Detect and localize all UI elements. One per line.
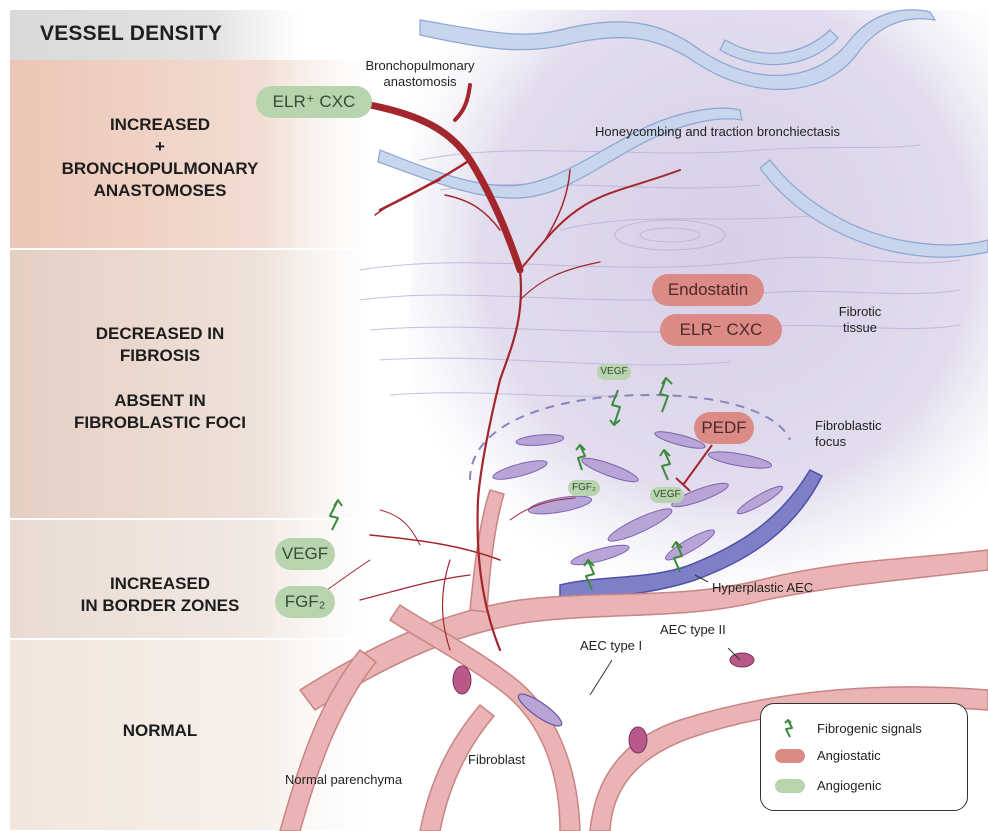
vegf-pill: VEGF: [275, 538, 335, 570]
zone-label-absent: ABSENT IN FIBROBLASTIC FOCI: [10, 390, 310, 434]
elr-positive-cxc-pill: ELR⁺ CXC: [256, 86, 372, 118]
legend-label: Angiogenic: [817, 778, 881, 793]
vegf-small-label-top: VEGF: [597, 364, 631, 380]
endostatin-pill: Endostatin: [652, 274, 764, 306]
legend-item-angiostatic: Angiostatic: [775, 748, 881, 763]
annotation-normal-parenchyma: Normal parenchyma: [285, 772, 402, 788]
zone-label-decreased: DECREASED IN FIBROSIS: [10, 323, 310, 367]
elr-negative-cxc-pill: ELR⁻ CXC: [660, 314, 782, 346]
zone-label-border: INCREASED IN BORDER ZONES: [10, 573, 310, 617]
legend-label: Angiostatic: [817, 748, 881, 763]
fgf2-small-label: FGF₂: [568, 480, 600, 496]
legend-item-fibrogenic: Fibrogenic signals: [775, 718, 922, 738]
vegf-small-label-focus: VEGF: [650, 487, 684, 503]
annotation-honeycombing: Honeycombing and traction bronchiectasis: [595, 124, 840, 140]
band-decreased: [10, 250, 370, 518]
fgf2-pill: FGF₂: [275, 586, 335, 618]
angiostatic-swatch: [775, 749, 805, 763]
zone-label-increased: INCREASED + BRONCHOPULMONARY ANASTOMOSES: [10, 114, 310, 202]
annotation-fibroblastic-focus: Fibroblastic focus: [815, 418, 881, 450]
zone-label-normal: NORMAL: [10, 720, 310, 742]
angiogenic-swatch: [775, 779, 805, 793]
page-title: VESSEL DENSITY: [40, 22, 222, 46]
legend: Fibrogenic signals Angiostatic Angiogeni…: [760, 703, 968, 811]
legend-item-angiogenic: Angiogenic: [775, 778, 881, 793]
annotation-fibroblast: Fibroblast: [468, 752, 525, 768]
annotation-hyperplastic-aec: Hyperplastic AEC: [712, 580, 813, 596]
annotation-aec-type-ii: AEC type II: [660, 622, 726, 638]
legend-label: Fibrogenic signals: [817, 721, 922, 736]
annotation-fibrotic-tissue: Fibrotic tissue: [820, 304, 900, 336]
lightning-arrow-icon: [775, 718, 805, 738]
pedf-pill: PEDF: [694, 412, 754, 444]
annotation-anastomosis: Bronchopulmonary anastomosis: [345, 58, 495, 90]
annotation-aec-type-i: AEC type I: [580, 638, 642, 654]
